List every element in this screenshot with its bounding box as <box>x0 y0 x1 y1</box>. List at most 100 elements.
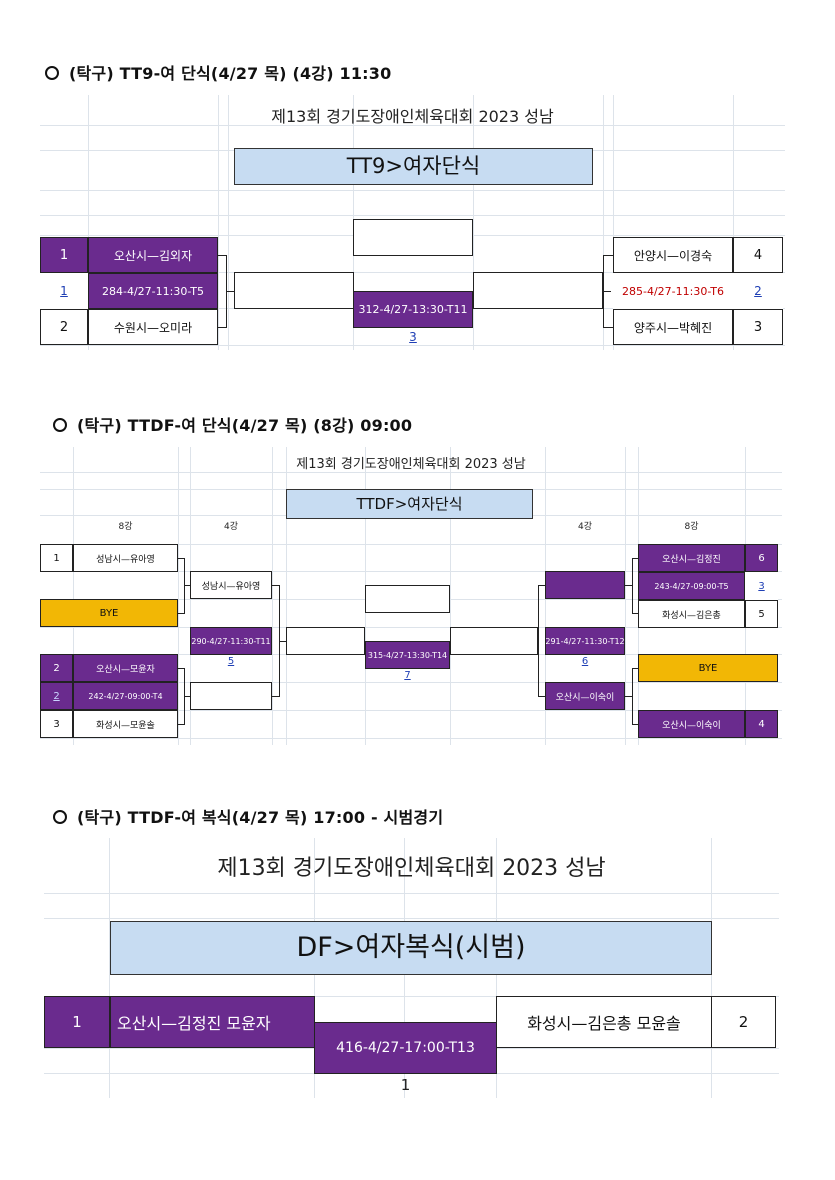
seed-number: 2 <box>40 309 88 345</box>
seed-number: 3 <box>40 710 73 738</box>
final-match-box: 416-4/27-17:00-T13 <box>314 1022 497 1074</box>
match-no-link[interactable]: 3 <box>745 572 778 600</box>
bracket-line <box>279 641 286 642</box>
final-match-no-link[interactable]: 7 <box>404 670 411 681</box>
player-box: 수원시—오미라 <box>88 309 218 345</box>
round-label: 4강 <box>577 522 592 532</box>
bracket-line <box>538 696 545 697</box>
match-box: 242-4/27-09:00-T4 <box>73 682 178 710</box>
bracket-line <box>178 613 184 614</box>
bracket-line <box>218 327 226 328</box>
bracket-line <box>226 291 234 292</box>
player-box: 오산시—모윤자 <box>73 654 178 682</box>
player-box: 안양시—이경숙 <box>613 237 733 273</box>
section-heading: (탁구) TTDF-여 단식(4/27 목) (8강) 09:00 <box>53 412 412 436</box>
bracket-line <box>184 585 190 586</box>
bracket-line <box>632 558 638 559</box>
circle-bullet-icon <box>53 809 67 824</box>
player-box: 오산시—김정진 <box>638 544 745 572</box>
champion-box <box>353 219 473 256</box>
bracket-sheet: 제13회 경기도장애인체육대회 2023 성남 TT9>여자단식 1 오산시—김… <box>40 95 785 350</box>
bracket-sheet: 제13회 경기도장애인체육대회 2023 성남 TTDF>여자단식 8강 4강 … <box>40 447 782 745</box>
player-box: 양주시—박혜진 <box>613 309 733 345</box>
bracket-line <box>603 255 613 256</box>
bracket-line <box>625 585 632 586</box>
event-banner: DF>여자복식(시범) <box>110 921 712 975</box>
sheet-title: 제13회 경기도장애인체육대회 2023 성남 <box>271 107 554 126</box>
sheet-title: 제13회 경기도장애인체육대회 2023 성남 <box>217 856 606 881</box>
match-box: 285-4/27-11:30-T6 <box>613 273 733 309</box>
final-match-no-link[interactable]: 3 <box>409 330 417 344</box>
bracket-line <box>603 291 611 292</box>
match-box: 290-4/27-11:30-T11 <box>190 627 272 655</box>
final-match-no: 1 <box>400 1076 411 1094</box>
event-banner: TT9>여자단식 <box>234 148 593 185</box>
bracket-line <box>632 558 633 614</box>
circle-bullet-icon <box>53 417 67 432</box>
seed-number: 2 <box>711 996 776 1048</box>
bracket-line <box>603 327 613 328</box>
match-no-link[interactable]: 6 <box>581 656 589 667</box>
match-no-link[interactable]: 2 <box>40 682 73 710</box>
bracket-line <box>603 255 604 328</box>
bracket-line <box>632 613 638 614</box>
final-match-box: 315-4/27-13:30-T14 <box>365 641 450 669</box>
seed-number: 3 <box>733 309 783 345</box>
bracket-line <box>184 696 190 697</box>
match-box: 291-4/27-11:30-T12 <box>545 627 625 655</box>
bracket-line <box>538 585 545 586</box>
bracket-line <box>184 558 185 614</box>
seed-number: 6 <box>745 544 778 572</box>
match-no-link[interactable]: 1 <box>40 273 88 309</box>
winner-box <box>190 682 272 710</box>
match-no-link[interactable]: 2 <box>733 273 783 309</box>
seed-number: 4 <box>745 710 778 738</box>
seed-number: 1 <box>40 237 88 273</box>
winner-box <box>473 272 603 309</box>
player-box: 오산시—김외자 <box>88 237 218 273</box>
bracket-line <box>538 585 539 697</box>
player-box: 오산시—이숙이 <box>545 682 625 710</box>
winner-box <box>286 627 365 655</box>
bracket-line <box>632 724 638 725</box>
bye-box: BYE <box>638 654 778 682</box>
match-box: 284-4/27-11:30-T5 <box>88 273 218 309</box>
player-box: 화성시—김은총 모윤솔 <box>496 996 712 1048</box>
bracket-line <box>218 255 226 256</box>
player-box: 성남시—유아영 <box>73 544 178 572</box>
section-heading: (탁구) TTDF-여 복식(4/27 목) 17:00 - 시범경기 <box>53 804 443 828</box>
round-label: 4강 <box>223 522 238 532</box>
player-box: 오산시—이숙이 <box>638 710 745 738</box>
bracket-line <box>632 668 638 669</box>
bracket-line <box>625 696 632 697</box>
player-box: 오산시—김정진 모윤자 <box>110 996 315 1048</box>
seed-number: 5 <box>745 600 778 628</box>
final-match-box: 312-4/27-13:30-T11 <box>353 291 473 328</box>
match-box: 243-4/27-09:00-T5 <box>638 572 745 600</box>
seed-number: 1 <box>44 996 110 1048</box>
winner-box <box>234 272 354 309</box>
player-box: 화성시—모윤솔 <box>73 710 178 738</box>
bracket-line <box>178 724 184 725</box>
bracket-line <box>178 558 184 559</box>
winner-box <box>545 571 625 599</box>
seed-number: 4 <box>733 237 783 273</box>
winner-box <box>450 627 538 655</box>
bye-box: BYE <box>40 599 178 627</box>
bracket-line <box>272 696 279 697</box>
player-box: 화성시—김은총 <box>638 600 745 628</box>
bracket-line <box>632 668 633 725</box>
round-label: 8강 <box>684 522 699 532</box>
match-no-link[interactable]: 5 <box>227 656 235 667</box>
round-label: 8강 <box>118 522 133 532</box>
bracket-line <box>178 668 184 669</box>
section-heading: (탁구) TT9-여 단식(4/27 목) (4강) 11:30 <box>45 60 391 84</box>
champion-box <box>365 585 450 613</box>
player-box: 성남시—유아영 <box>190 571 272 599</box>
seed-number: 1 <box>40 544 73 572</box>
bracket-sheet: 제13회 경기도장애인체육대회 2023 성남 DF>여자복식(시범) 1 오산… <box>44 838 779 1098</box>
event-banner: TTDF>여자단식 <box>286 489 533 519</box>
sheet-title: 제13회 경기도장애인체육대회 2023 성남 <box>296 457 526 472</box>
circle-bullet-icon <box>45 65 59 80</box>
bracket-line <box>272 585 279 586</box>
